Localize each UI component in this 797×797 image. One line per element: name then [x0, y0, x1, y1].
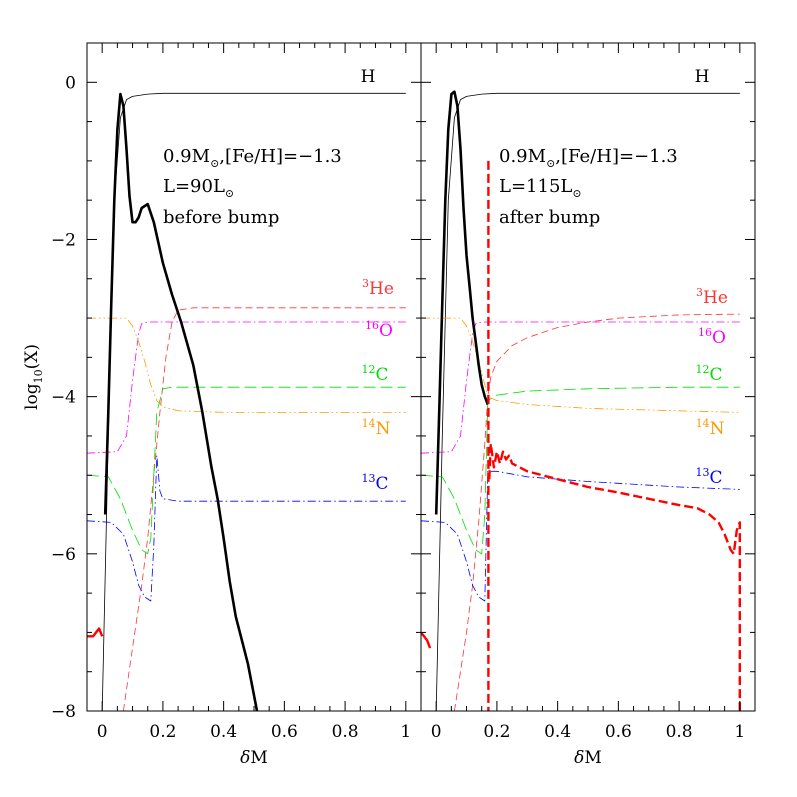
- x-tick-label: 0.6: [605, 722, 632, 742]
- series-line-13c-right: [421, 470, 740, 602]
- label-13c-right: 13C: [695, 466, 722, 488]
- x-tick-label: 0.8: [666, 722, 693, 742]
- species-labels-right: 3He 16O 12C 14N 13C: [695, 286, 727, 488]
- h-label-right: H: [695, 67, 710, 87]
- y-tick-label: 0: [65, 73, 76, 93]
- label-12c-right: 12C: [695, 363, 722, 385]
- x-tick-label: 0: [97, 722, 108, 742]
- panel-right-series: [421, 90, 741, 711]
- label-12c-left: 12C: [361, 363, 388, 385]
- x-tick-label: 0.4: [544, 722, 571, 742]
- series-line-3he-right: [454, 313, 740, 711]
- y-tick-label: −8: [51, 702, 76, 722]
- panel-left-annotation: 0.9M⊙,[Fe/H]=−1.3 L=90L⊙ before bump: [163, 146, 342, 228]
- label-16o-right: 16O: [698, 326, 726, 348]
- series-line-h-right: [435, 92, 740, 711]
- y-tick-label: −4: [51, 388, 76, 408]
- label-14n-right: 14N: [696, 417, 725, 439]
- series-line-12c-right: [421, 386, 740, 555]
- h-label-left: H: [361, 67, 376, 87]
- svg-text:0.9M⊙,[Fe/H]=−1.3: 0.9M⊙,[Fe/H]=−1.3: [499, 146, 678, 170]
- svg-text:after bump: after bump: [499, 207, 600, 228]
- panel-right-frame: [420, 42, 756, 712]
- label-16o-left: 16O: [365, 319, 393, 341]
- x-tick-label: 0.4: [210, 722, 237, 742]
- panel-right-annotation: 0.9M⊙,[Fe/H]=−1.3 L=115L⊙ after bump: [499, 146, 678, 228]
- x-tick-label: 0: [431, 722, 442, 742]
- panel-left-frame: [86, 42, 422, 712]
- series-line-13c-left: [87, 455, 406, 602]
- y-tick-labels: 0 −2 −4 −6 −8: [51, 73, 76, 722]
- label-14n-left: 14N: [362, 417, 391, 439]
- x-tick-label: 0.2: [483, 722, 510, 742]
- y-axis-label: log10(X): [22, 344, 45, 410]
- label-13c-left: 13C: [361, 472, 388, 494]
- svg-text:0.9M⊙,[Fe/H]=−1.3: 0.9M⊙,[Fe/H]=−1.3: [163, 146, 342, 170]
- y-tick-label: −2: [51, 230, 76, 250]
- x-tick-label: 1: [734, 722, 745, 742]
- species-labels-left: 3He 16O 12C 14N 13C: [361, 277, 393, 494]
- series-line-thick-red-dashed-right: [488, 442, 741, 711]
- panel-left-series: [87, 92, 406, 711]
- svg-text:before bump: before bump: [163, 207, 279, 228]
- x-tick-labels-right: 0 0.2 0.4 0.6 0.8 1: [431, 722, 745, 742]
- label-3he-right: 3He: [696, 286, 728, 308]
- y-tick-label: −6: [51, 545, 76, 565]
- x-tick-labels-left: 0 0.2 0.4 0.6 0.8 1: [97, 722, 411, 742]
- x-tick-label: 1: [400, 722, 411, 742]
- x-axis-label-right: δM: [574, 748, 602, 768]
- series-line-thick-black-right: [434, 90, 490, 515]
- axis-ticks: [87, 42, 755, 712]
- series-line-14n-right: [421, 317, 740, 413]
- series-line-14n-left: [87, 317, 406, 413]
- x-tick-label: 0.6: [271, 722, 298, 742]
- series-line-thick-red-start-right: [421, 631, 432, 649]
- series-line-12c-left: [87, 386, 406, 555]
- series-line-16o-left: [87, 321, 406, 454]
- svg-text:L=90L⊙: L=90L⊙: [163, 176, 234, 200]
- x-tick-label: 0.2: [149, 722, 176, 742]
- series-line-thick-black-left: [103, 92, 259, 711]
- x-axis-label-left: δM: [240, 748, 268, 768]
- series-line-thick-red-left: [87, 627, 104, 638]
- x-tick-label: 0.8: [332, 722, 359, 742]
- series-line-h-left: [101, 92, 406, 711]
- label-3he-left: 3He: [362, 277, 394, 299]
- series-line-3he-left: [123, 307, 406, 711]
- svg-text:L=115L⊙: L=115L⊙: [499, 176, 582, 200]
